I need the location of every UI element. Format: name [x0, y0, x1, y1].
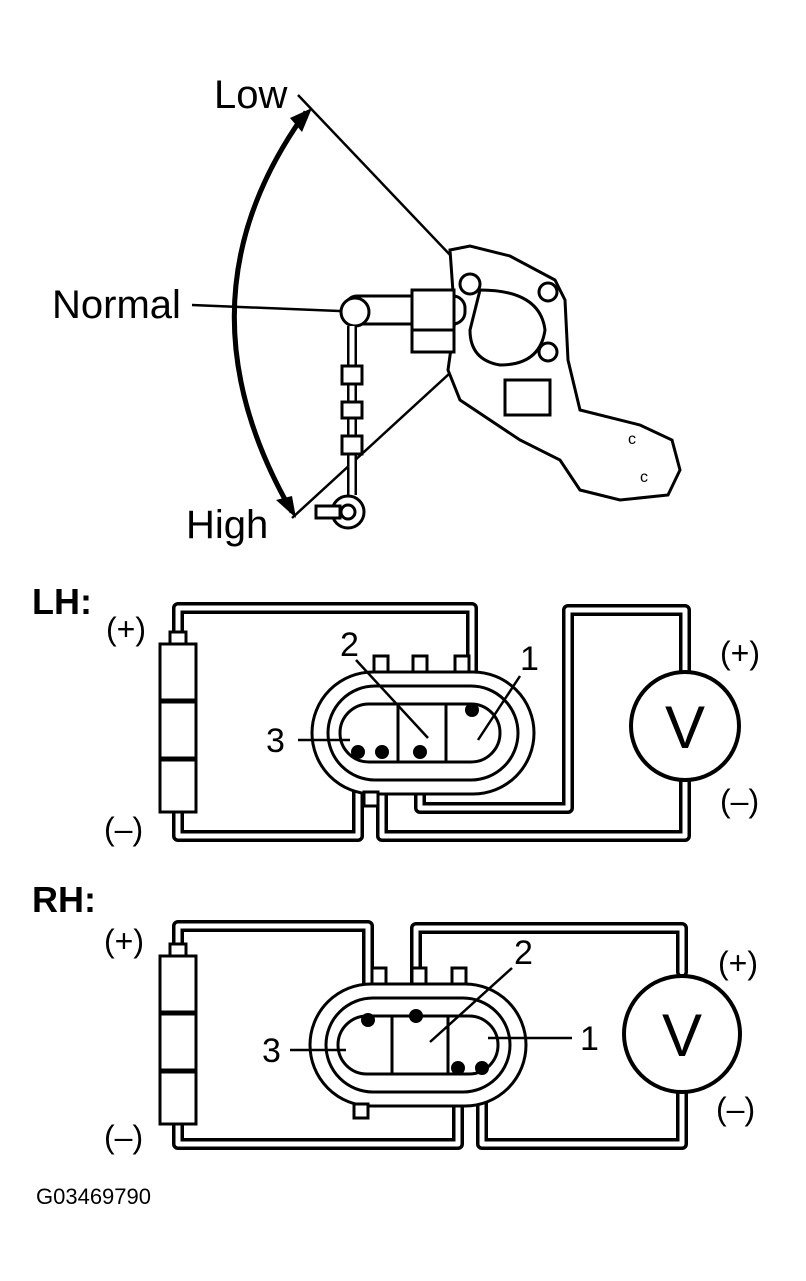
rh-battery-plus-label: (+) — [104, 923, 144, 959]
arc-arrowhead-bottom — [276, 496, 296, 518]
lh-title: LH: — [32, 581, 92, 622]
bracket-bolt-lower — [537, 341, 559, 363]
lh-pin3-probe-a — [351, 745, 365, 759]
rh-meter-plus-label: (+) — [718, 945, 758, 981]
rh-pin1-probe-b — [475, 1061, 489, 1075]
arm-pivot — [339, 296, 371, 328]
lh-pin1-label: 1 — [520, 640, 539, 678]
lh-pin3-label: 3 — [266, 722, 285, 760]
lh-battery-cell-3 — [158, 758, 198, 814]
rh-pin1-probe-a — [451, 1061, 465, 1075]
sensor-bracket — [446, 244, 682, 502]
rh-voltmeter-symbol: V — [662, 1002, 702, 1069]
lh-battery-minus-label: (–) — [104, 811, 143, 847]
lh-battery-cell-2 — [158, 700, 198, 760]
rh-pin2-leader — [429, 967, 513, 1043]
bracket-mark-c2: c — [640, 469, 648, 486]
rh-pin1-label: 1 — [580, 1020, 599, 1058]
rh-battery-terminal — [168, 942, 188, 958]
lh-battery — [158, 630, 198, 814]
lh-voltmeter — [629, 670, 741, 782]
lh-voltmeter-symbol: V — [665, 694, 705, 761]
sensor-body — [468, 288, 547, 367]
rh-meter-minus-label: (–) — [716, 1091, 755, 1127]
rotation-arc — [231, 110, 309, 514]
bracket-bolt-top — [458, 272, 482, 296]
rh-title: RH: — [32, 879, 96, 920]
link-rod-nut-1 — [340, 364, 364, 386]
arm-clamp-lower — [410, 328, 456, 354]
lh-battery-cell-1 — [158, 642, 198, 702]
rh-pin3-probe — [361, 1013, 375, 1027]
rh-pin3-label: 3 — [262, 1032, 281, 1070]
lh-circuit: LH: — [32, 581, 760, 847]
bracket-mark-c1: c — [628, 431, 636, 448]
rh-battery-cell-2 — [158, 1012, 198, 1072]
link-rod-nut-2 — [340, 400, 364, 420]
lh-meter-minus-label: (–) — [720, 783, 759, 819]
lh-meter-plus-label: (+) — [720, 635, 760, 671]
bracket-bolt-right — [537, 281, 559, 303]
lh-pin1-leader — [476, 675, 522, 741]
lh-pin2-label: 2 — [340, 626, 359, 664]
high-label: High — [186, 503, 268, 547]
lh-connector-tab — [362, 790, 380, 808]
normal-label: Normal — [52, 283, 181, 327]
lh-battery-terminal — [168, 630, 188, 646]
rh-battery-minus-label: (–) — [104, 1119, 143, 1155]
link-rod-nut-3 — [340, 434, 364, 456]
lh-pin1-probe — [465, 703, 479, 717]
rh-pin2-probe — [409, 1009, 423, 1023]
height-sensor-illustration: c c Low Normal High — [52, 73, 682, 547]
rh-circuit: RH: — [32, 879, 758, 1155]
lh-pin3-probe-b — [375, 745, 389, 759]
rh-battery-cell-3 — [158, 1070, 198, 1126]
rh-battery-cell-1 — [158, 954, 198, 1014]
arc-arrowhead-top — [290, 108, 312, 132]
arm-clamp — [410, 288, 456, 332]
rh-battery — [158, 942, 198, 1126]
low-label: Low — [214, 73, 287, 117]
sensor-connector-block — [503, 378, 552, 417]
lh-pin2-probe — [413, 745, 427, 759]
link-rod-lower-bolt — [314, 504, 342, 520]
lh-battery-plus-label: (+) — [106, 611, 146, 647]
figure-code: G03469790 — [36, 1184, 151, 1209]
lh-pin2-leader — [355, 659, 429, 739]
rh-pin2-label: 2 — [514, 934, 533, 972]
rh-connector-face — [336, 1014, 500, 1076]
link-rod-lower-joint-inner — [339, 503, 357, 521]
rh-connector-tab — [352, 1102, 370, 1120]
rh-connector — [308, 966, 528, 1120]
rh-voltmeter — [622, 974, 742, 1094]
